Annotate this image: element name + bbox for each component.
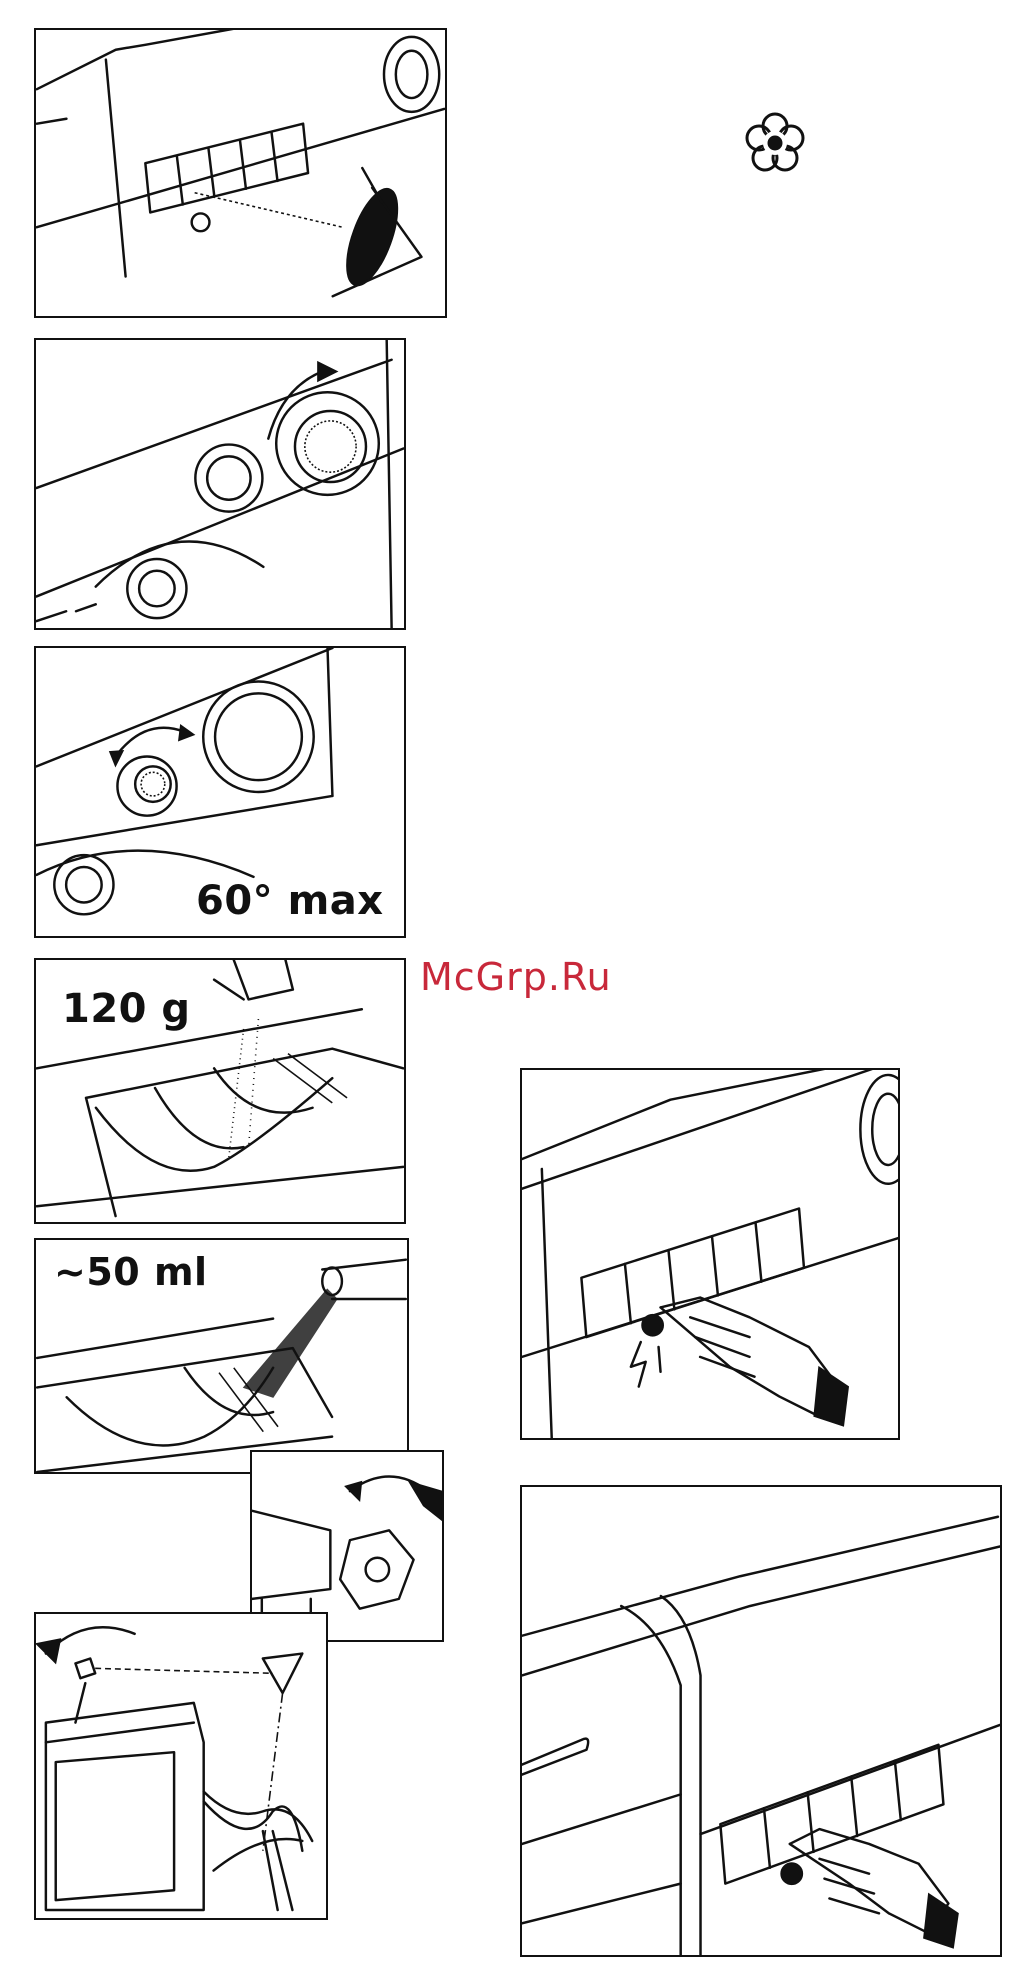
panel-liquid: ~50 ml — [34, 1238, 409, 1474]
panel-drain-hose — [34, 1612, 328, 1920]
panel-buttons-eye — [34, 28, 447, 318]
panel-turn-knob-drawing — [36, 340, 404, 628]
watermark: McGrp.Ru — [420, 955, 612, 999]
temperature-max-label: 60° max — [196, 878, 384, 924]
panel-press-button-drawing — [522, 1070, 898, 1438]
liquid-amount-label: ~50 ml — [54, 1250, 208, 1294]
flower-icon — [740, 108, 810, 178]
panel-temperature: 60° max — [34, 646, 406, 938]
powder-amount-label: 120 g — [62, 986, 191, 1032]
panel-buttons-eye-drawing — [36, 30, 445, 316]
panel-powder: 120 g — [34, 958, 406, 1224]
panel-turn-knob — [34, 338, 406, 630]
panel-press-button-large — [520, 1485, 1002, 1957]
panel-drain-hose-drawing — [36, 1614, 326, 1918]
panel-press-button — [520, 1068, 900, 1440]
panel-press-button-large-drawing — [522, 1487, 1000, 1955]
